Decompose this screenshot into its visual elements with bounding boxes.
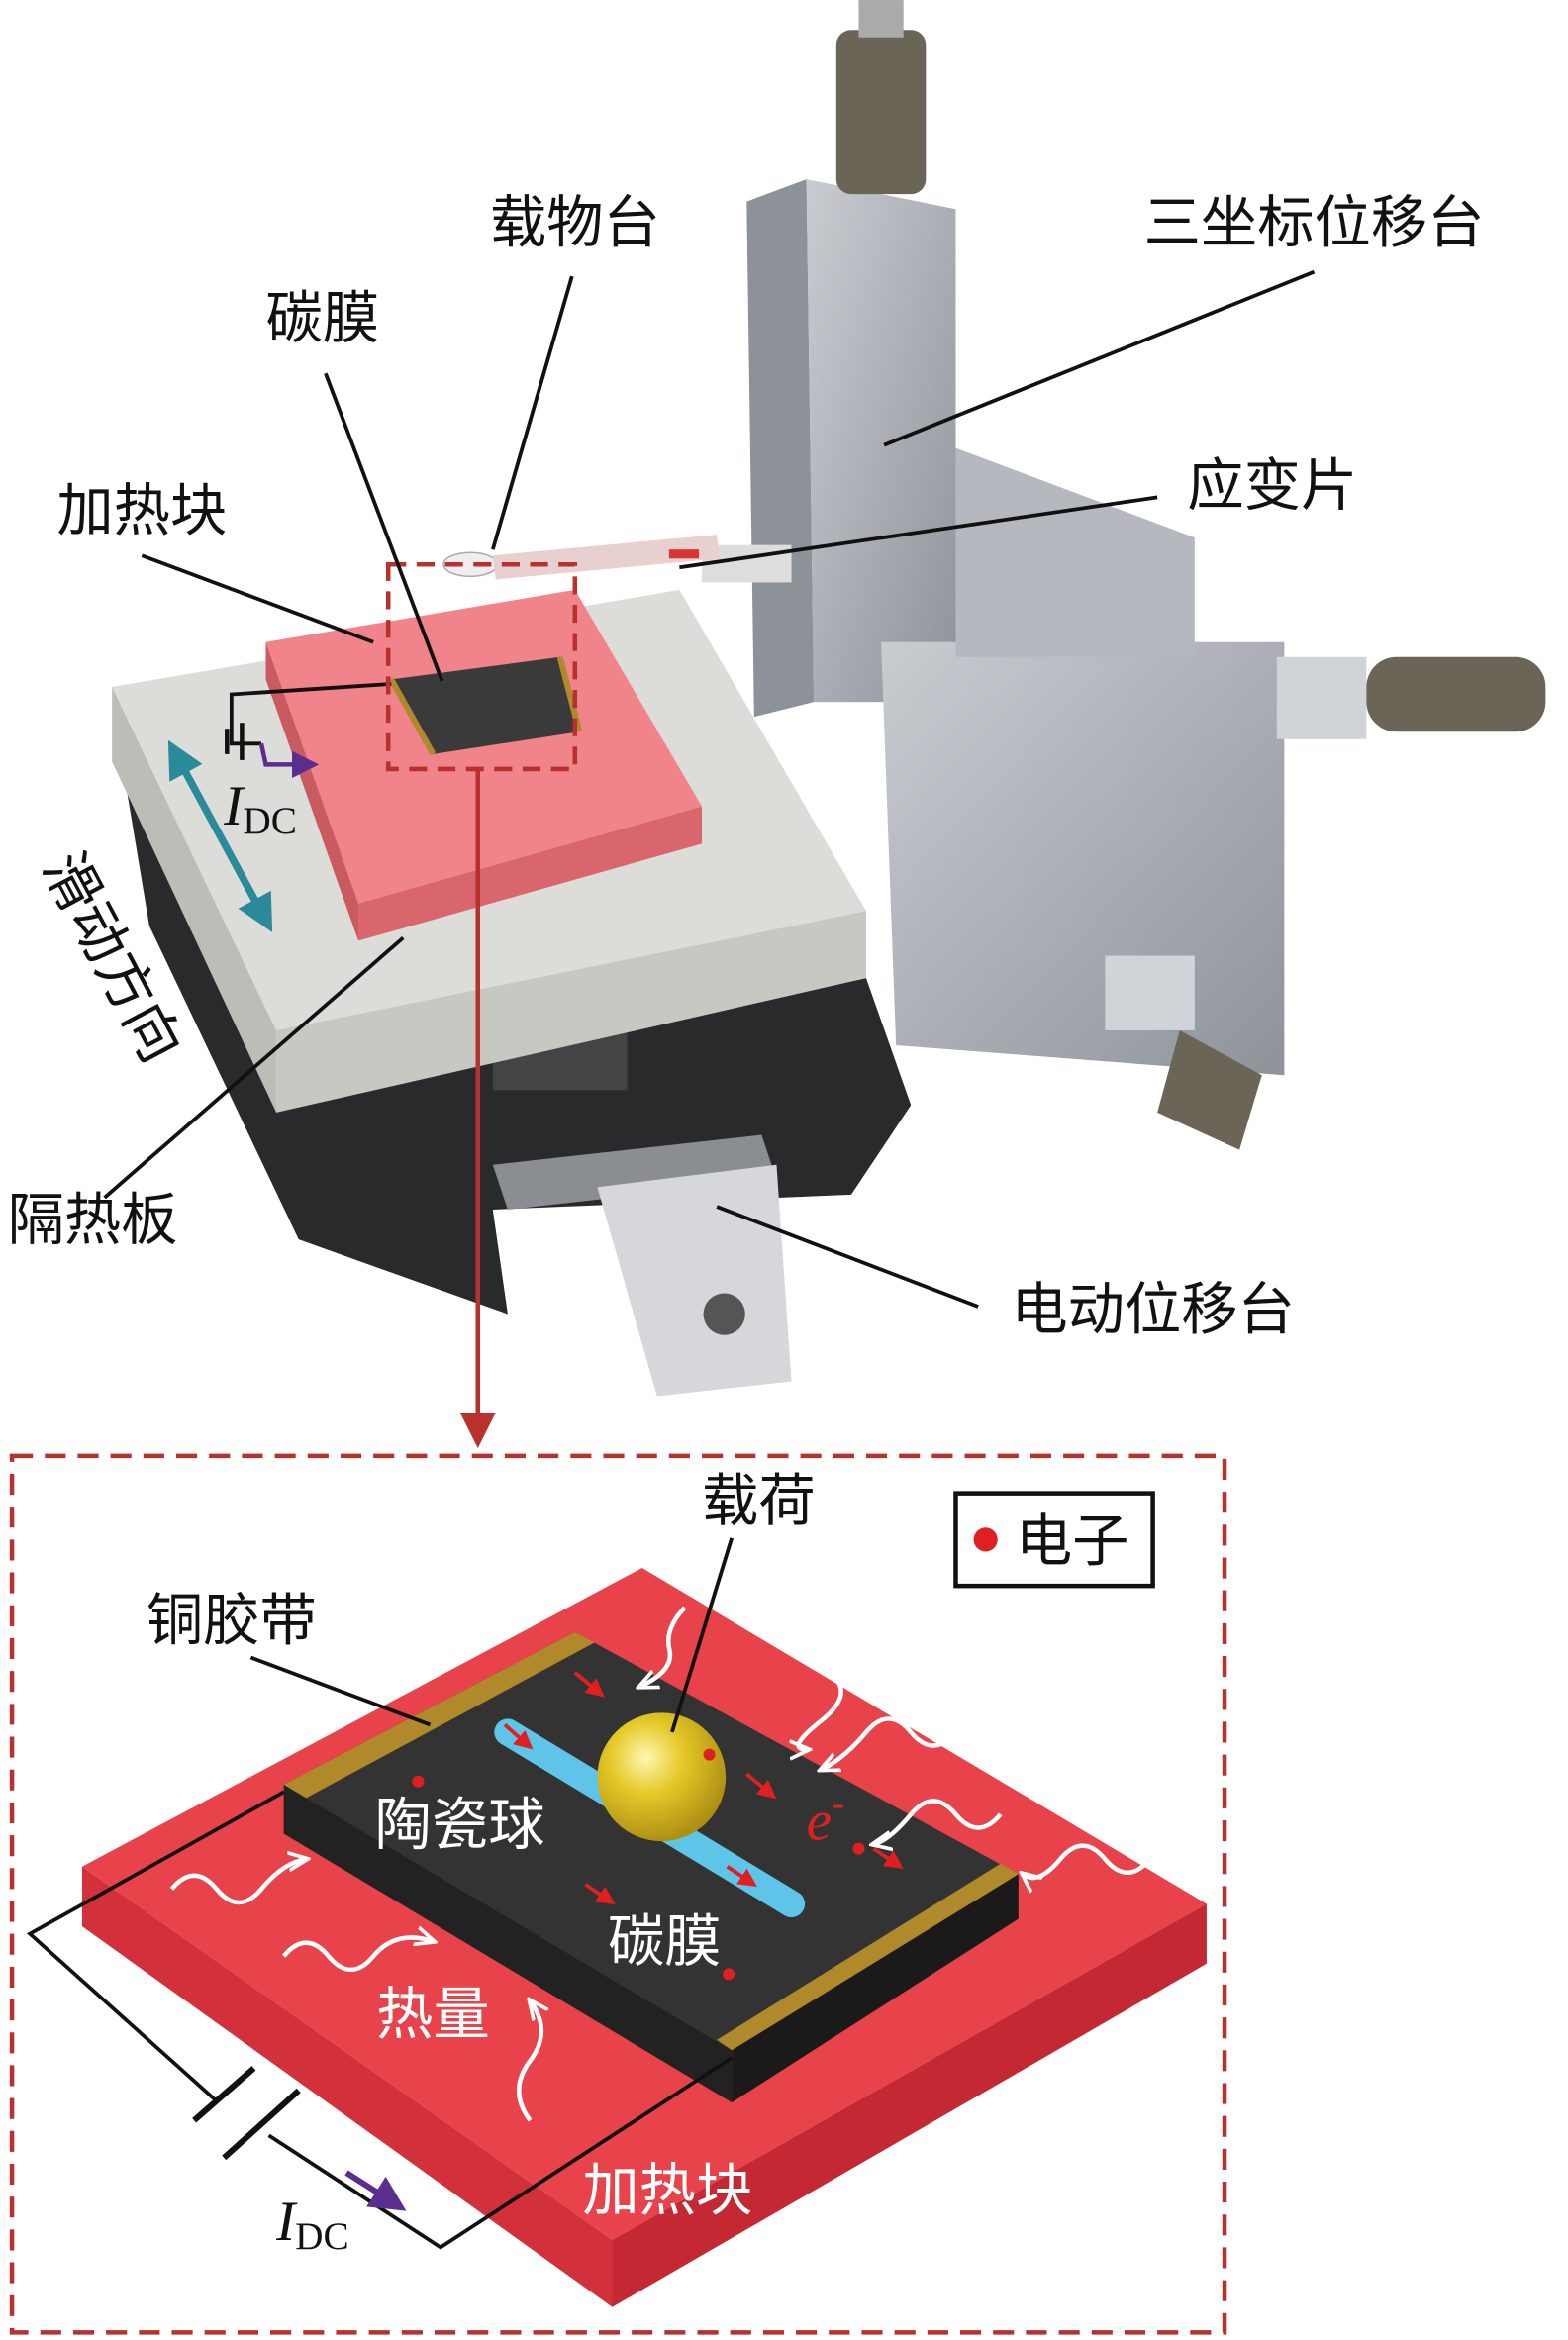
label-heat: 热量 — [376, 1982, 490, 2048]
ceramic-ball — [597, 1712, 727, 1842]
inset-circuit — [26, 1790, 734, 2250]
x-knob[interactable] — [1366, 656, 1546, 732]
leader-copper-tape — [249, 1655, 432, 1727]
label-carbon-film: 碳膜 — [266, 285, 380, 351]
sample-stage-arm — [442, 535, 721, 580]
y-knob[interactable] — [1157, 1029, 1262, 1150]
three-axis-stage — [702, 0, 1546, 1150]
label-inset-current: IDC — [275, 2191, 349, 2258]
label-heating-block: 加热块 — [56, 478, 227, 544]
leader-load — [670, 1537, 735, 1733]
copper-tape-left — [283, 1631, 595, 1799]
label-sample-stage: 载物台 — [490, 189, 660, 255]
label-load: 载荷 — [702, 1468, 816, 1534]
electron-arrows — [503, 1671, 904, 1905]
leader-lines-top — [103, 269, 1316, 1309]
label-inset-heating-block: 加热块 — [582, 2158, 752, 2224]
label-strain-gauge: 应变片 — [1187, 452, 1357, 519]
sliding-direction-arrow — [167, 739, 273, 932]
label-motorized-stage: 电动位移台 — [1011, 1277, 1295, 1343]
label-current-top: IDC — [223, 775, 297, 842]
heat-wave-arrows — [169, 1606, 1152, 2122]
heating-block — [265, 589, 703, 941]
legend-electron: 电子 — [1016, 1508, 1129, 1574]
label-insulation-plate: 隔热板 — [8, 1187, 178, 1253]
roi-box — [385, 562, 578, 772]
label-copper-tape: 铜胶带 — [147, 1587, 317, 1653]
inset-carbon-film — [283, 1631, 1019, 2103]
label-three-axis-stage: 三坐标位移台 — [1144, 189, 1485, 255]
inset-box — [9, 1453, 1227, 2335]
electron-legend-marker — [973, 1527, 998, 1552]
copper-tape-right — [717, 1863, 1019, 2051]
label-ceramic-ball: 陶瓷球 — [375, 1792, 545, 1858]
inset-current-arrow — [344, 2170, 407, 2211]
label-inset-carbon-film: 碳膜 — [608, 1908, 722, 1975]
electron-dots — [412, 1748, 865, 1981]
label-electron: e- — [807, 1782, 845, 1852]
legend: 电子 — [953, 1491, 1155, 1589]
z-knob[interactable] — [835, 30, 927, 195]
